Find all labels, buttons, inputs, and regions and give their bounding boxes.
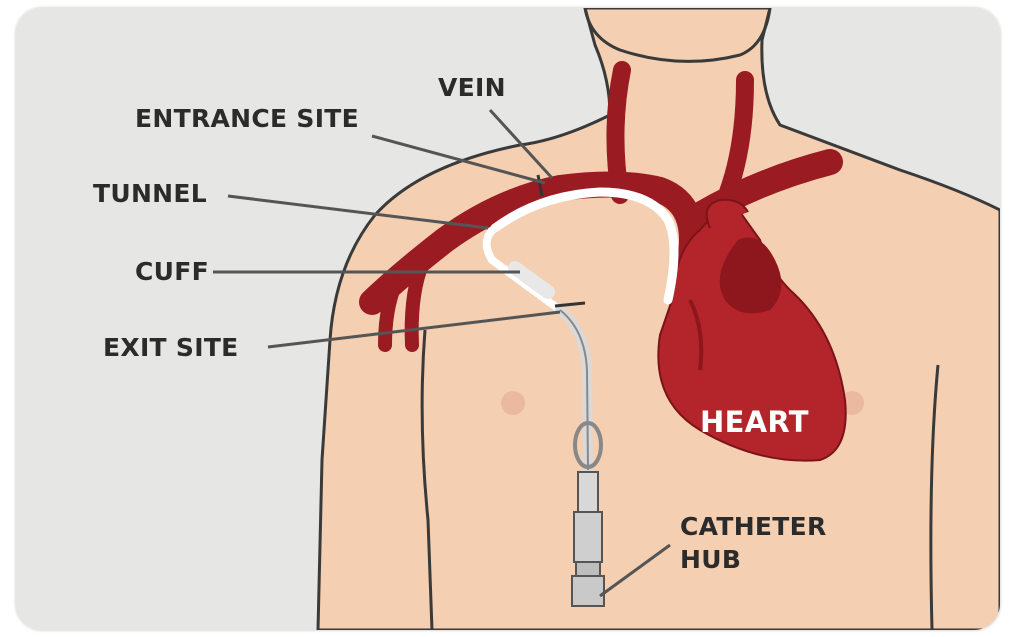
vein-label: VEIN [438,73,506,102]
entrance-site-label: ENTRANCE SITE [135,104,359,133]
catheter-hub-label-line1: CATHETER [680,512,827,541]
heart-label: HEART [700,405,809,439]
central-line-diagram: VEIN ENTRANCE SITE TUNNEL CUFF EXIT SITE… [16,8,1000,630]
cuff-label: CUFF [135,257,209,286]
exit-site-label: EXIT SITE [103,333,239,362]
diagram-frame: VEIN ENTRANCE SITE TUNNEL CUFF EXIT SITE… [16,8,1000,630]
nipple-left [501,391,525,415]
catheter-hub-label-line2: HUB [680,545,741,574]
tunnel-label: TUNNEL [93,179,207,208]
